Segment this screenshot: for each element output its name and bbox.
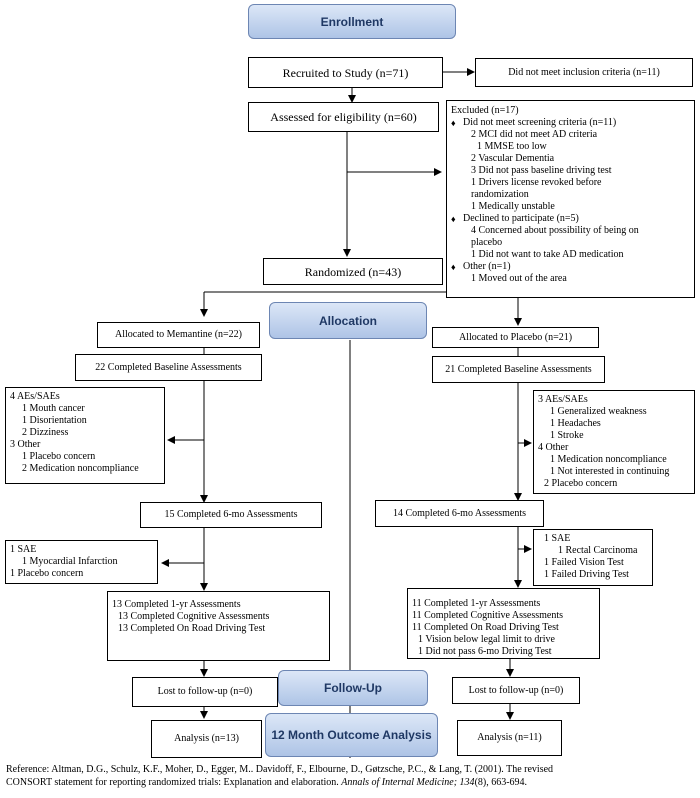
mem-drop1-dizzy: 2 Dizziness: [22, 427, 69, 438]
not-inclusion-box: Did not meet inclusion criteria (n=11): [475, 58, 693, 87]
not-inclusion-label: Did not meet inclusion criteria (n=11): [508, 66, 660, 78]
assessed-box: Assessed for eligibility (n=60): [248, 102, 439, 132]
pla-1yr-l1: 11 Completed 1-yr Assessments: [412, 598, 541, 609]
pla-drop1-notinterested: 1 Not interested in continuing: [550, 466, 670, 477]
stage-allocation-label: Allocation: [318, 313, 377, 328]
randomized-box: Randomized (n=43): [263, 258, 443, 285]
excluded-moved: 1 Moved out of the area: [471, 273, 567, 284]
excluded-unstable: 1 Medically unstable: [471, 201, 555, 212]
stage-enrollment-label: Enrollment: [320, 14, 384, 29]
mem-drop1-aes: 4 AEs/SAEs: [10, 391, 60, 402]
mem-1yr-l2: 13 Completed Cognitive Assessments: [118, 611, 270, 622]
mem-drop1-placebo: 1 Placebo concern: [22, 451, 96, 462]
randomized-label: Randomized (n=43): [304, 264, 402, 279]
placebo-baseline-label: 21 Completed Baseline Assessments: [445, 363, 592, 375]
pla-drop1-headache: 1 Headaches: [550, 418, 601, 429]
excluded-other: Other (n=1): [451, 261, 690, 273]
placebo-1yr-box: 11 Completed 1-yr Assessments 11 Complet…: [407, 588, 600, 659]
placebo-drop1-box: 3 AEs/SAEs 1 Generalized weakness 1 Head…: [533, 390, 695, 494]
memantine-drop1-box: 4 AEs/SAEs 1 Mouth cancer 1 Disorientati…: [5, 387, 165, 484]
mem-drop2-sae: 1 SAE: [10, 544, 37, 555]
memantine-lost-label: Lost to follow-up (n=0): [157, 686, 253, 697]
excluded-box: Excluded (n=17) Did not meet screening c…: [446, 100, 695, 298]
mem-drop1-other: 3 Other: [10, 439, 41, 450]
excluded-concerned-1: 4 Concerned about possibility of being o…: [471, 225, 639, 236]
memantine-6mo-box: 15 Completed 6-mo Assessments: [140, 502, 322, 528]
stage-followup: Follow-Up: [278, 670, 428, 706]
pla-drop1-weak: 1 Generalized weakness: [550, 406, 647, 417]
pla-1yr-l3: 11 Completed On Road Driving Test: [412, 622, 559, 633]
excluded-screening: Did not meet screening criteria (n=11): [451, 117, 690, 129]
memantine-drop2-box: 1 SAE 1 Myocardial Infarction 1 Placebo …: [5, 540, 158, 584]
pla-1yr-l2: 11 Completed Cognitive Assessments: [412, 610, 564, 621]
memantine-6mo-label: 15 Completed 6-mo Assessments: [164, 509, 298, 520]
placebo-lost-label: Lost to follow-up (n=0): [468, 684, 564, 696]
stage-allocation: Allocation: [269, 302, 427, 339]
recruited-label: Recruited to Study (n=71): [282, 65, 409, 80]
mem-drop1-noncompliance: 2 Medication noncompliance: [22, 463, 139, 474]
mem-drop1-disorient: 1 Disorientation: [22, 415, 87, 426]
pla-1yr-l5: 1 Did not pass 6-mo Driving Test: [418, 646, 552, 657]
memantine-allocated-box: Allocated to Memantine (n=22): [97, 322, 260, 348]
pla-drop1-stroke: 1 Stroke: [550, 430, 584, 441]
memantine-analysis-label: Analysis (n=13): [174, 733, 239, 744]
memantine-analysis-box: Analysis (n=13): [151, 720, 262, 758]
excluded-vascular: 2 Vascular Dementia: [471, 153, 555, 164]
pla-drop2-driving: 1 Failed Driving Test: [544, 569, 629, 580]
placebo-6mo-label: 14 Completed 6-mo Assessments: [392, 507, 527, 519]
reference-journal: Annals of Internal Medicine; 134: [341, 777, 475, 788]
memantine-lost-box: Lost to follow-up (n=0): [132, 677, 278, 707]
pla-drop2-vision: 1 Failed Vision Test: [544, 557, 624, 568]
excluded-driving: 3 Did not pass baseline driving test: [471, 165, 612, 176]
excluded-no-ad-med: 1 Did not want to take AD medication: [471, 249, 624, 260]
pla-drop2-rectal: 1 Rectal Carcinoma: [558, 545, 638, 556]
placebo-allocated-label: Allocated to Placebo (n=21): [458, 331, 573, 343]
excluded-title: Excluded (n=17): [451, 105, 519, 116]
placebo-allocated-box: Allocated to Placebo (n=21): [432, 327, 599, 348]
placebo-baseline-box: 21 Completed Baseline Assessments: [432, 356, 605, 383]
placebo-lost-box: Lost to follow-up (n=0): [452, 677, 580, 704]
pla-drop1-other: 4 Other: [538, 442, 569, 453]
excluded-concerned-2: placebo: [471, 237, 503, 248]
recruited-box: Recruited to Study (n=71): [248, 57, 443, 88]
memantine-baseline-box: 22 Completed Baseline Assessments: [75, 354, 262, 381]
reference-line-2c: (8), 663-694.: [474, 777, 528, 788]
excluded-license-1: 1 Drivers license revoked before: [471, 177, 602, 188]
excluded-declined: Declined to participate (n=5): [451, 213, 690, 225]
memantine-allocated-label: Allocated to Memantine (n=22): [115, 329, 242, 340]
placebo-analysis-label: Analysis (n=11): [477, 732, 542, 743]
pla-drop2-sae: 1 SAE: [544, 533, 571, 544]
reference-line-2a: CONSORT statement for reporting randomiz…: [6, 777, 342, 788]
assessed-label: Assessed for eligibility (n=60): [270, 110, 417, 124]
mem-1yr-l3: 13 Completed On Road Driving Test: [118, 623, 266, 634]
stage-outcome-analysis: 12 Month Outcome Analysis: [265, 713, 438, 757]
pla-1yr-l4: 1 Vision below legal limit to drive: [418, 634, 555, 645]
memantine-baseline-label: 22 Completed Baseline Assessments: [95, 361, 242, 373]
mem-1yr-l1: 13 Completed 1-yr Assessments: [112, 599, 241, 610]
excluded-license-2: randomization: [471, 189, 529, 200]
mem-drop2-mi: 1 Myocardial Infarction: [22, 556, 118, 567]
pla-drop1-placebo: 2 Placebo concern: [544, 478, 618, 489]
reference-citation: Reference: Altman, D.G., Schulz, K.F., M…: [6, 763, 696, 789]
stage-enrollment: Enrollment: [248, 4, 456, 39]
stage-followup-label: Follow-Up: [324, 681, 382, 695]
reference-line-1: Reference: Altman, D.G., Schulz, K.F., M…: [6, 764, 554, 775]
reference-line-2: CONSORT statement for reporting randomiz…: [6, 776, 696, 789]
memantine-1yr-box: 13 Completed 1-yr Assessments 13 Complet…: [107, 591, 330, 661]
placebo-drop2-box: 1 SAE 1 Rectal Carcinoma 1 Failed Vision…: [533, 529, 653, 586]
excluded-mmse: 1 MMSE too low: [477, 141, 547, 152]
stage-outcome-label: 12 Month Outcome Analysis: [271, 728, 432, 742]
pla-drop1-noncompliance: 1 Medication noncompliance: [550, 454, 667, 465]
placebo-analysis-box: Analysis (n=11): [457, 720, 562, 756]
mem-drop1-mouth: 1 Mouth cancer: [22, 403, 85, 414]
placebo-6mo-box: 14 Completed 6-mo Assessments: [375, 500, 544, 527]
pla-drop1-aes: 3 AEs/SAEs: [538, 394, 588, 405]
excluded-mci: 2 MCI did not meet AD criteria: [471, 129, 598, 140]
mem-drop2-placebo: 1 Placebo concern: [10, 568, 84, 579]
